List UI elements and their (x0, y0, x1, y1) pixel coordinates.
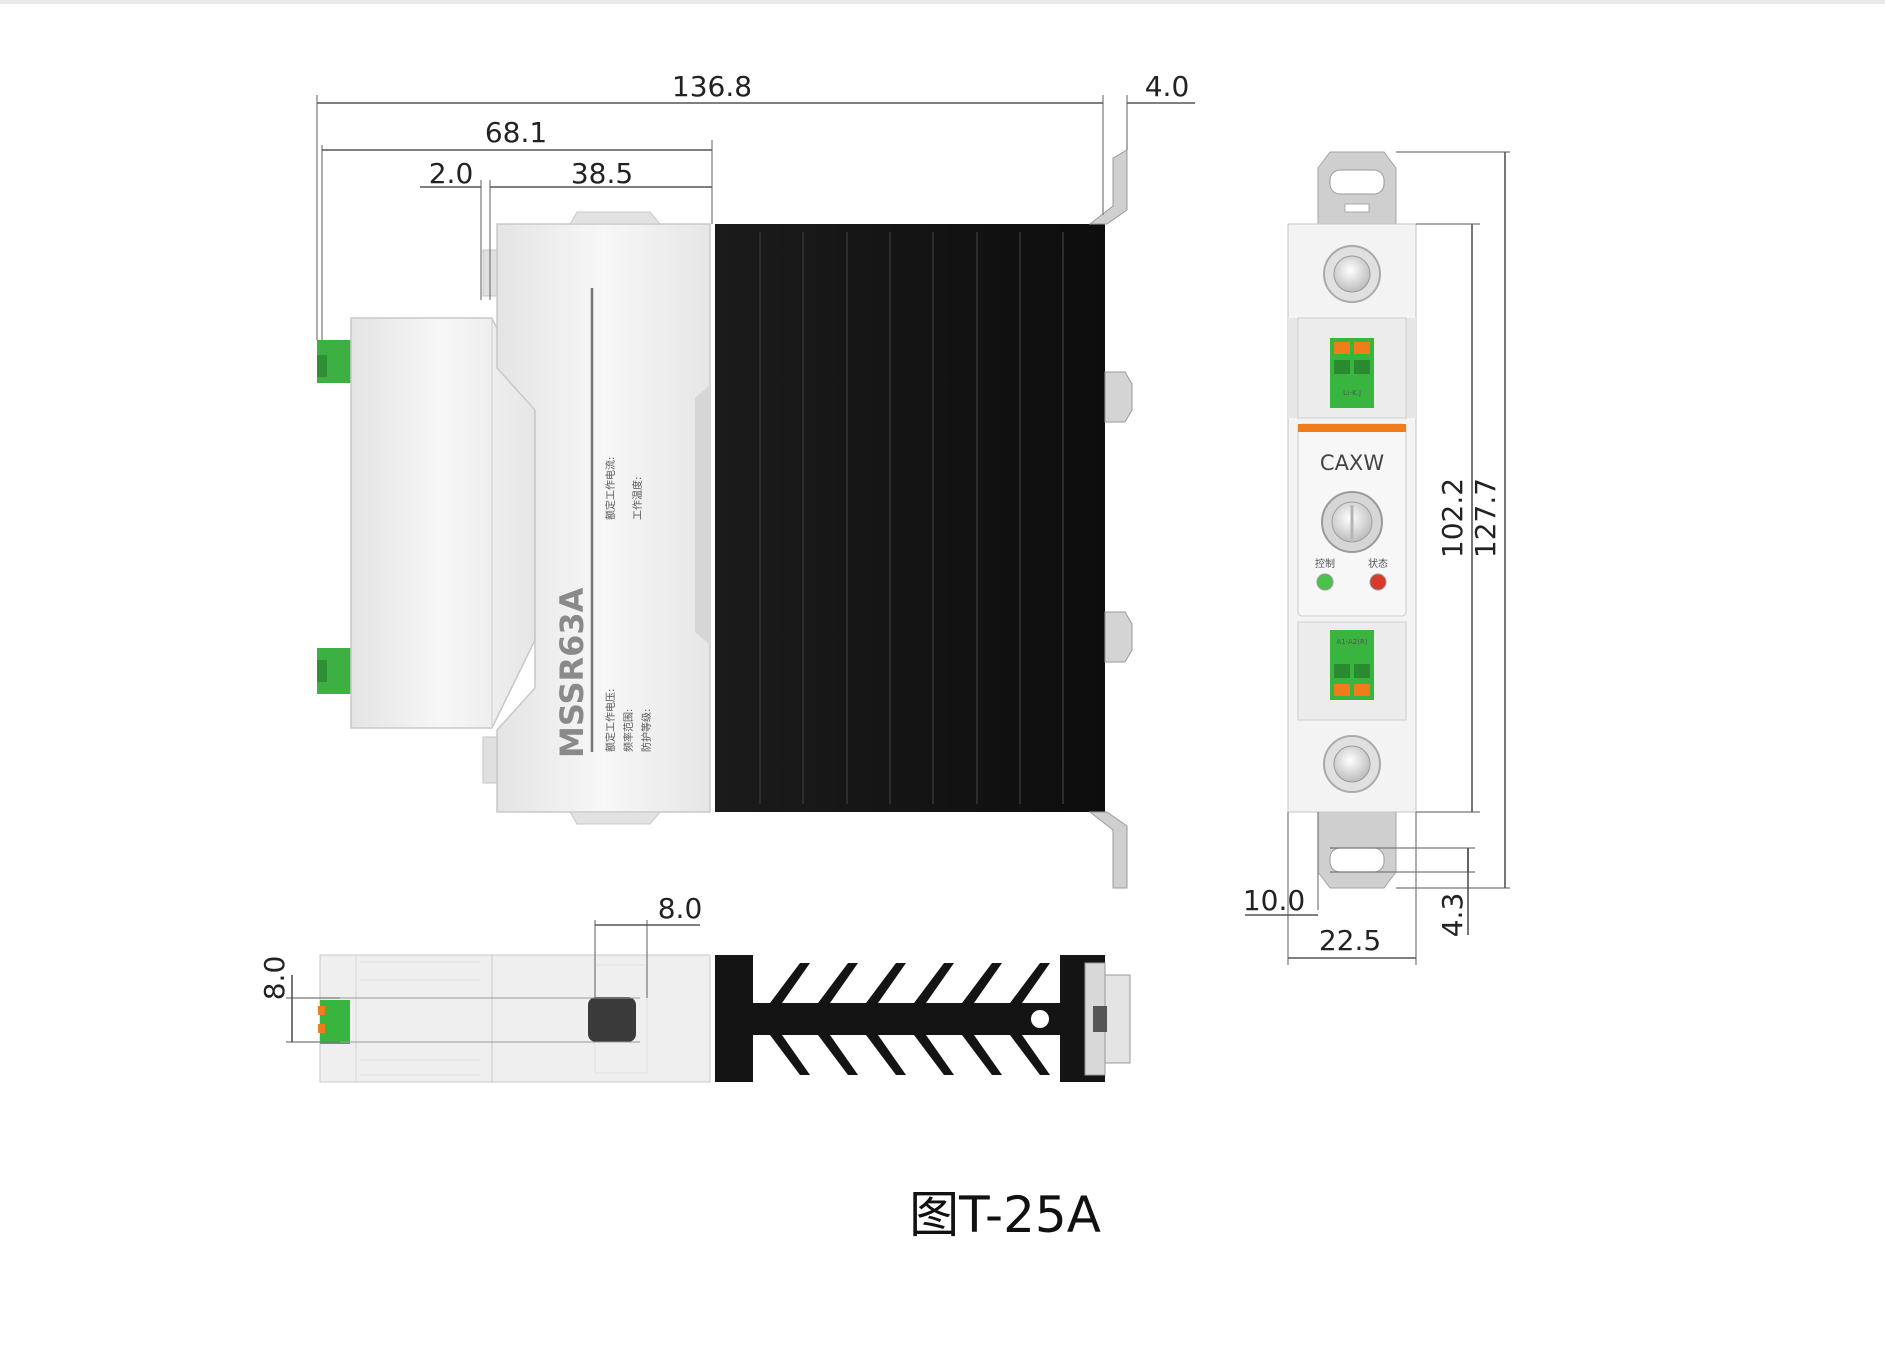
brand-logo: CAXW (1320, 451, 1384, 475)
dim-step: 2.0 (429, 157, 474, 190)
control-indicator-label: 控制 (1315, 557, 1335, 570)
top-dimensions: 8.0 8.0 (258, 892, 703, 1043)
model-label: MSSR63A (553, 587, 591, 758)
heatsink (715, 224, 1105, 812)
heatsink-profile (715, 955, 1105, 1082)
orange-accent (1298, 424, 1406, 432)
front-view: L₁-K.J CAXW 控制 状态 A1-A2(R) (1287, 151, 1417, 889)
status-indicator-label: 状态 (1368, 557, 1388, 570)
dim-body-length: 68.1 (485, 116, 547, 149)
dim-knob-width: 8.0 (658, 892, 703, 925)
dim-rail-gap: 10.0 (1243, 884, 1305, 917)
din-rail-profile (1084, 962, 1131, 1076)
status-led (1369, 573, 1387, 591)
dim-module-width: 22.5 (1319, 924, 1381, 957)
upper-terminal-label: L₁-K.J (1343, 389, 1361, 397)
dim-mount-height: 102.2 (1436, 478, 1469, 558)
side-dimensions: 136.8 4.0 68.1 2.0 38.5 (316, 70, 1195, 340)
spec-label-3: 防护等级: (640, 709, 653, 752)
lower-terminal-label: A1-A2(R) (1336, 638, 1367, 646)
dim-terminal-width: 8.0 (258, 956, 291, 1001)
top-divider (0, 0, 1885, 4)
spec-label-2: 频率范围: (622, 709, 635, 752)
spec-label-1: 额定工作电压: (604, 689, 617, 752)
top-view (318, 954, 1131, 1083)
dim-rail-offset: 4.0 (1145, 70, 1190, 103)
spec-label-4: 额定工作电流: (604, 457, 617, 520)
front-dimensions: 102.2 127.7 4.3 10.0 22.5 (1243, 151, 1510, 965)
dim-total-height: 127.7 (1469, 478, 1502, 558)
dim-slot-height: 4.3 (1436, 893, 1469, 938)
figure-caption: 图T-25A (909, 1186, 1101, 1244)
spec-label-5: 工作温度: (631, 477, 644, 520)
side-view: MSSR63A 额定工作电压: 频率范围: 防护等级: 额定工作电流: 工作温度… (317, 149, 1133, 889)
top-knob (588, 997, 636, 1042)
dim-overall-length: 136.8 (672, 70, 752, 103)
dim-front-section: 38.5 (571, 157, 633, 190)
din-clip (317, 340, 351, 694)
mounting-bracket (1088, 149, 1133, 889)
control-led (1316, 573, 1334, 591)
